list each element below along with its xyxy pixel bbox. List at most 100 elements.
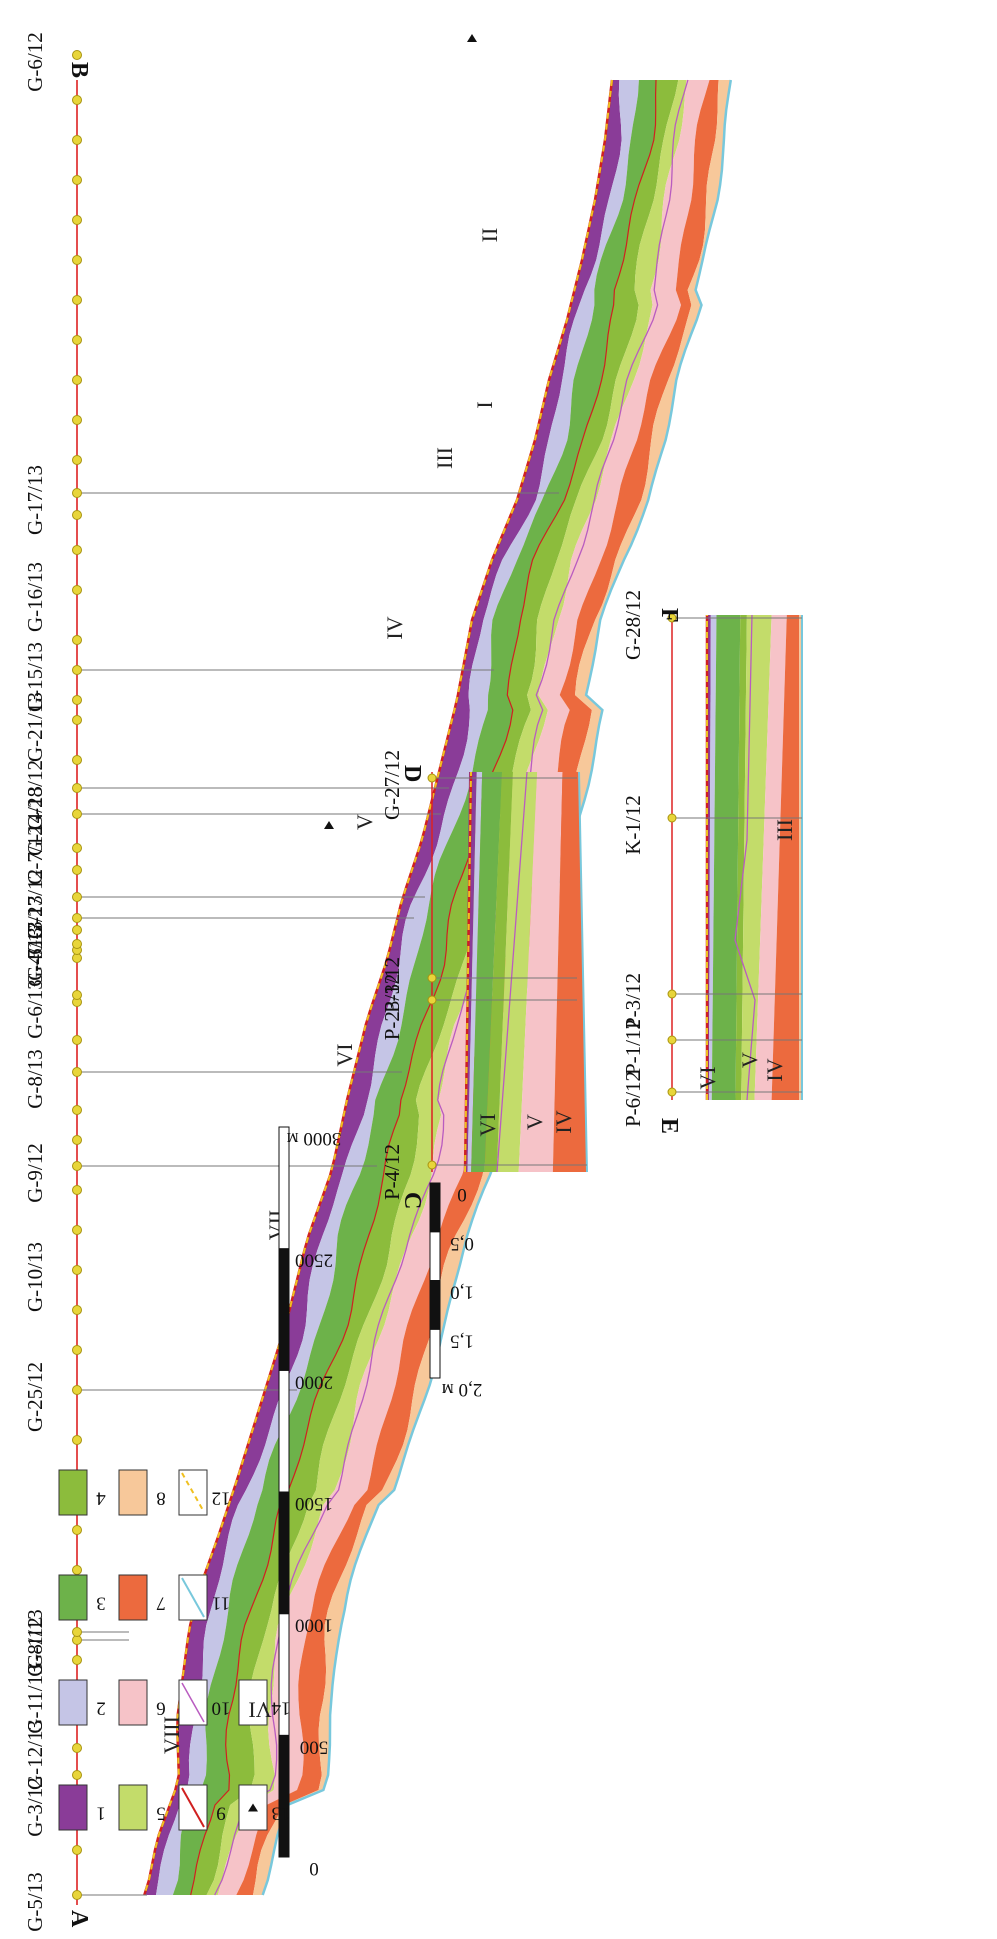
well-marker-dot	[72, 545, 82, 555]
scale-tick-label: 2000	[295, 1371, 333, 1392]
cd-well-label: P-23/12	[380, 974, 404, 1041]
well-marker-dot	[72, 95, 82, 105]
well-marker-dot	[72, 1105, 82, 1115]
legend-number-1: 1	[96, 1803, 106, 1824]
ef-layer-2	[708, 615, 717, 1100]
legend-number-4: 4	[96, 1488, 106, 1509]
ef-well-dot	[667, 989, 677, 999]
well-marker-dot	[72, 585, 82, 595]
cd-layer-3	[471, 772, 502, 1172]
cd-well-dot	[427, 773, 437, 783]
legend-triangle-symbol	[248, 1803, 258, 1812]
well-marker-dot	[72, 892, 82, 902]
ab-layer-1	[144, 80, 622, 1895]
vscale-tick-label: 0,5	[450, 1233, 474, 1254]
scale-tick-label: 1500	[295, 1493, 333, 1514]
ef-layer-7	[771, 615, 800, 1100]
well-marker-dot	[72, 635, 82, 645]
well-marker-dot	[72, 1525, 82, 1535]
well-marker-dot	[72, 1890, 82, 1900]
well-label: G-14/13	[23, 786, 47, 856]
ab-layer-2	[156, 80, 639, 1895]
well-marker-dot	[72, 715, 82, 725]
ef-unit-label-iv: IV	[762, 1058, 787, 1081]
ef-magenta-line	[734, 614, 756, 1101]
ef-well-dot	[667, 813, 677, 823]
profile-ef-wells: P-6/12P-1/12P-3/12K-1/12G-28/12	[621, 590, 802, 1127]
well-marker-dot	[72, 50, 82, 60]
cd-layer-2	[467, 772, 483, 1172]
unit-label-iii: III	[432, 447, 457, 469]
vscale-segment	[429, 1231, 441, 1281]
well-label: G-28/12	[23, 760, 47, 830]
cd-unit-label-v: V	[522, 1114, 547, 1130]
cd-layer-7	[552, 772, 587, 1172]
legend-yellow-dash-symbol	[181, 1472, 205, 1513]
cd-well-dot	[427, 1160, 437, 1170]
well-marker-dot	[72, 990, 82, 1000]
unit-label-vi: VI	[332, 1043, 357, 1066]
profile-ab-end-label: B	[66, 62, 92, 78]
cd-well-label: G-27/12	[380, 750, 404, 820]
ef-well-dot	[667, 613, 677, 623]
triangle-marker	[467, 34, 477, 42]
well-marker-dot	[72, 1135, 82, 1145]
scale-segment	[278, 1126, 290, 1250]
well-marker-dot	[72, 1565, 82, 1575]
well-marker-dot	[72, 665, 82, 675]
well-marker-dot	[72, 695, 82, 705]
well-marker-dot	[72, 1743, 82, 1753]
well-marker-dot	[72, 1345, 82, 1355]
scale-segment	[278, 1491, 290, 1615]
legend-roman-symbol-text: VI	[248, 1698, 271, 1723]
well-marker-dot	[72, 1225, 82, 1235]
legend-swatch-5	[118, 1784, 148, 1831]
legend-swatch-2	[58, 1679, 88, 1726]
cd-base-yellow-dash	[464, 771, 472, 1173]
well-marker-dot	[72, 1067, 82, 1077]
scale-tick-label: 2500	[295, 1250, 333, 1271]
well-marker-dot	[72, 925, 82, 935]
legend-cyan-line-symbol	[181, 1577, 205, 1618]
ab-layer-4	[190, 80, 679, 1895]
well-marker-dot	[72, 913, 82, 923]
well-marker-dot	[72, 1035, 82, 1045]
profile-cd-wells: P-4/12P-23/12P-3/12G-27/12	[380, 750, 587, 1200]
ef-layer-4	[735, 615, 747, 1100]
scale-tick-label: 0	[309, 1858, 319, 1879]
well-marker-dot	[72, 335, 82, 345]
scale-segment	[278, 1734, 290, 1858]
profile-cd-start-label: C	[399, 1192, 425, 1209]
ab-base-yellow-dash	[143, 79, 613, 1896]
well-marker-dot	[72, 1185, 82, 1195]
well-label: G-12/13	[23, 1720, 47, 1790]
ab-red-line	[190, 79, 657, 1896]
well-label: G-8/12	[23, 1617, 47, 1677]
well-label: G-8/13	[23, 1049, 47, 1109]
well-label: G-9/12	[23, 1143, 47, 1203]
legend-number-11: 11	[212, 1593, 230, 1614]
vscale-tick-label: 0	[457, 1184, 467, 1205]
profile-ab-well-lines	[77, 492, 559, 1896]
scale-tick-label: 1000	[295, 1615, 333, 1636]
cd-cyan-top-line	[578, 771, 588, 1173]
well-marker-dot	[72, 843, 82, 853]
vscale-tick-label: 2,0 м	[442, 1379, 483, 1400]
well-marker-dot	[72, 939, 82, 949]
well-marker-dot	[72, 865, 82, 875]
legend-number-12: 12	[212, 1488, 231, 1509]
well-label: G-7/12	[23, 825, 47, 885]
well-label: G-15/13	[23, 642, 47, 712]
well-label: G-7/13	[23, 895, 47, 955]
well-label: G-17/13	[23, 465, 47, 535]
vscale-tick-label: 1,5	[450, 1330, 474, 1351]
well-label: G-5/13	[23, 921, 47, 981]
ab-layer-5	[206, 80, 687, 1895]
profile-ab-layers	[143, 79, 733, 1896]
well-marker-dot	[72, 1435, 82, 1445]
